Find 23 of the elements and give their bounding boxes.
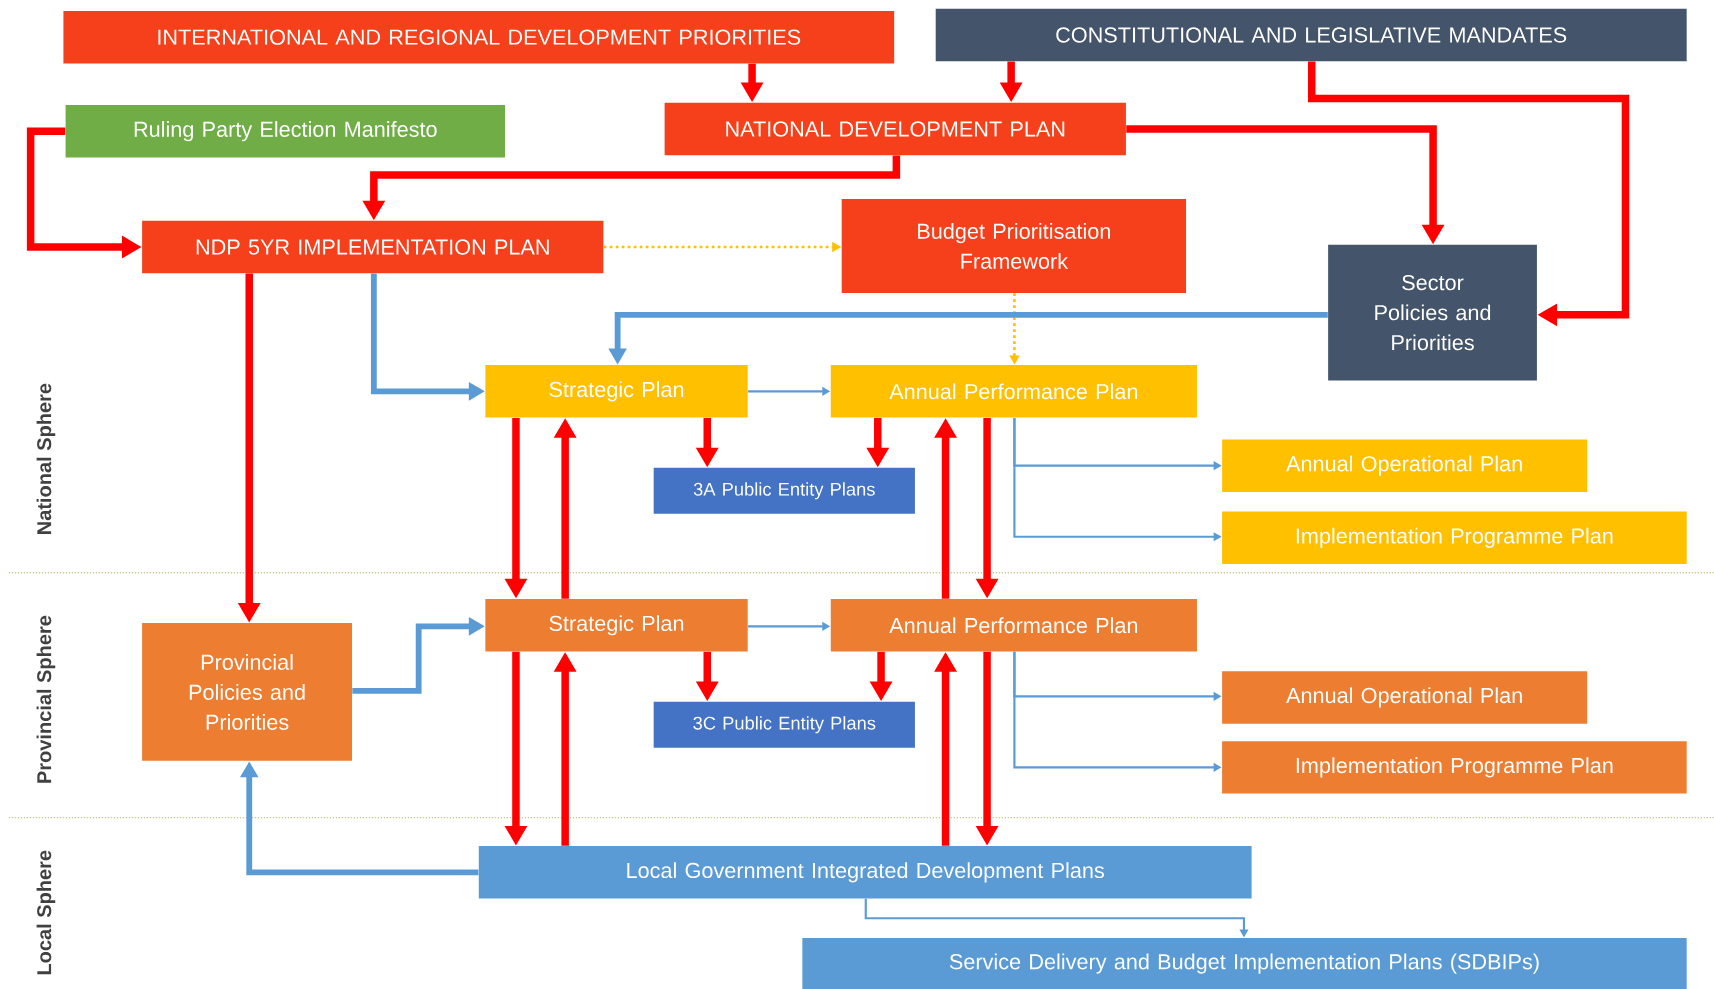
plan-box: Sector Policies and Priorities — [1328, 244, 1537, 381]
plan-box: Local Government Integrated Development Plans — [478, 845, 1252, 899]
plan-box: CONSTITUTIONAL AND LEGISLATIVE MANDATES — [935, 8, 1687, 62]
plan-box: Annual Performance Plan — [830, 598, 1197, 652]
plan-box: Annual Operational Plan — [1222, 439, 1588, 492]
plan-box: 3C Public Entity Plans — [653, 701, 915, 748]
sphere-label: National Sphere — [36, 383, 56, 534]
plan-box: Budget Prioritisation Framework — [841, 198, 1187, 293]
plan-box: Ruling Party Election Manifesto — [65, 104, 505, 158]
sphere-label: Provincial Sphere — [36, 615, 56, 783]
plan-box: 3A Public Entity Plans — [653, 467, 915, 514]
plan-box: Implementation Programme Plan — [1222, 511, 1687, 564]
plan-box: NATIONAL DEVELOPMENT PLAN — [664, 102, 1126, 156]
plan-box: Strategic Plan — [485, 364, 748, 418]
plan-box: Provincial Policies and Priorities — [142, 622, 352, 761]
plan-box: Annual Operational Plan — [1222, 671, 1588, 724]
plan-box: NDP 5YR IMPLEMENTATION PLAN — [142, 220, 604, 274]
plan-box: Service Delivery and Budget Implementation Plans (SDBIPs) — [802, 937, 1687, 989]
plan-box: Implementation Programme Plan — [1222, 741, 1687, 794]
sphere-label: Local Sphere — [36, 850, 56, 975]
plan-box: Annual Performance Plan — [830, 364, 1197, 418]
plan-box: INTERNATIONAL AND REGIONAL DEVELOPMENT PRIORITIES — [63, 10, 895, 64]
plan-box: Strategic Plan — [485, 598, 748, 652]
